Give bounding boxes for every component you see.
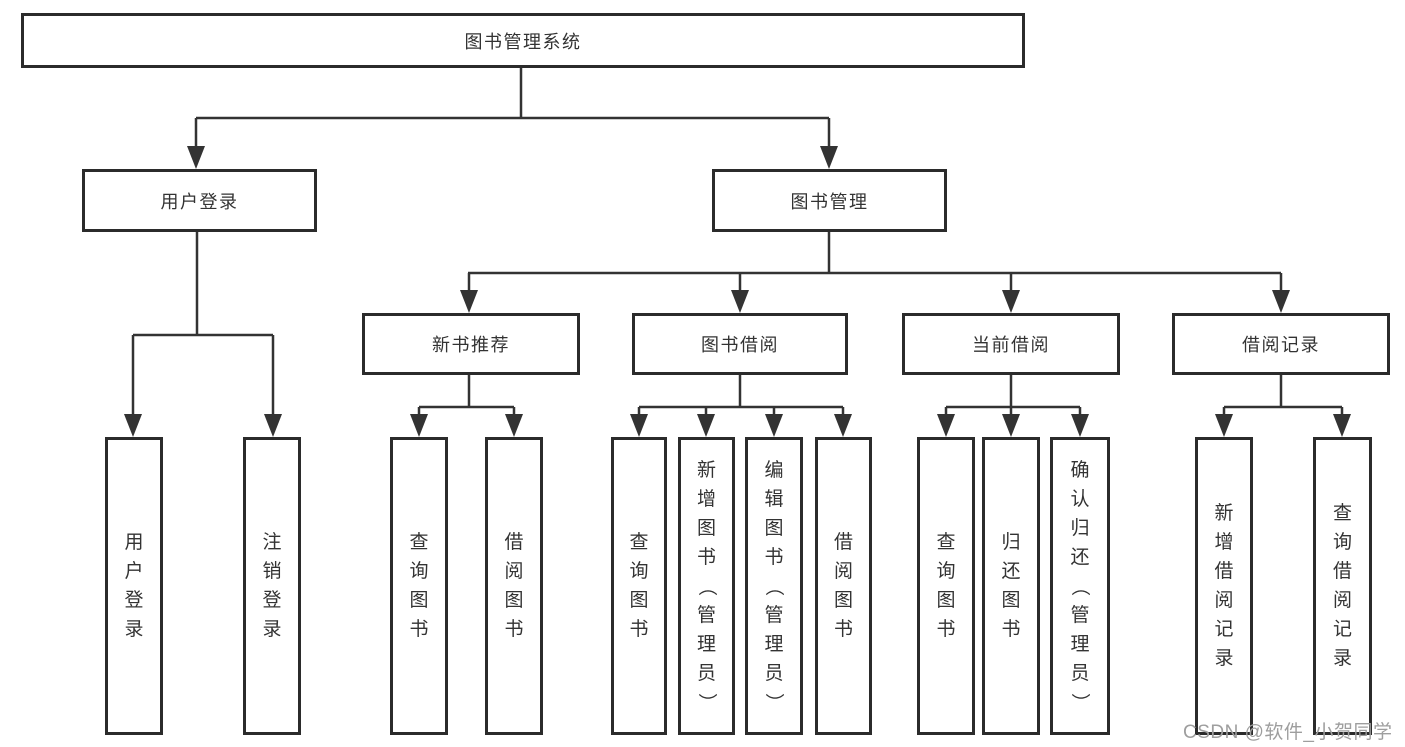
leaf-recommend-borrow-books: 借阅图书	[485, 437, 543, 735]
leaf-edit-books-admin-label: 编辑图书（管理员）	[763, 459, 785, 712]
leaf-add-books-admin-label: 新增图书（管理员）	[695, 459, 717, 712]
leaf-query-borrow-record: 查询借阅记录	[1313, 437, 1372, 735]
leaf-user-login: 用户登录	[105, 437, 163, 735]
node-user-login-label: 用户登录	[160, 191, 239, 212]
leaf-query-borrow-record-label: 查询借阅记录	[1332, 503, 1352, 669]
node-user-login: 用户登录	[82, 169, 317, 232]
node-current-borrow: 当前借阅	[902, 313, 1120, 375]
leaf-user-login-label: 用户登录	[124, 532, 144, 640]
node-book-borrow-label: 图书借阅	[701, 335, 779, 355]
leaf-current-query-books-label: 查询图书	[936, 532, 956, 640]
watermark: CSDN @软件_小贺同学	[1183, 722, 1393, 743]
node-root: 图书管理系统	[21, 13, 1025, 68]
node-new-book-recommend: 新书推荐	[362, 313, 580, 375]
node-borrow-records: 借阅记录	[1172, 313, 1390, 375]
leaf-logout-label: 注销登录	[262, 532, 282, 640]
node-book-management: 图书管理	[712, 169, 947, 232]
leaf-logout: 注销登录	[243, 437, 301, 735]
node-borrow-records-label: 借阅记录	[1242, 335, 1320, 355]
leaf-confirm-return-admin-label: 确认归还（管理员）	[1069, 459, 1091, 712]
leaf-recommend-borrow-books-label: 借阅图书	[504, 532, 524, 640]
leaf-borrow-books-label: 借阅图书	[833, 532, 853, 640]
node-book-management-label: 图书管理	[790, 191, 869, 212]
leaf-return-books-label: 归还图书	[1001, 532, 1021, 640]
leaf-recommend-query-books: 查询图书	[390, 437, 448, 735]
leaf-recommend-query-books-label: 查询图书	[409, 532, 429, 640]
leaf-borrow-query-books: 查询图书	[611, 437, 667, 735]
leaf-current-query-books: 查询图书	[917, 437, 975, 735]
node-root-label: 图书管理系统	[464, 31, 582, 52]
node-book-borrow: 图书借阅	[632, 313, 848, 375]
leaf-confirm-return-admin: 确认归还（管理员）	[1050, 437, 1110, 735]
leaf-return-books: 归还图书	[982, 437, 1040, 735]
leaf-edit-books-admin: 编辑图书（管理员）	[745, 437, 803, 735]
leaf-borrow-query-books-label: 查询图书	[629, 532, 649, 640]
leaf-add-borrow-record: 新增借阅记录	[1195, 437, 1253, 735]
leaf-add-borrow-record-label: 新增借阅记录	[1214, 503, 1234, 669]
arrowhead-icons	[124, 146, 1351, 437]
leaf-add-books-admin: 新增图书（管理员）	[678, 437, 735, 735]
leaf-borrow-books: 借阅图书	[815, 437, 872, 735]
node-new-book-recommend-label: 新书推荐	[432, 335, 510, 355]
node-current-borrow-label: 当前借阅	[972, 335, 1050, 355]
